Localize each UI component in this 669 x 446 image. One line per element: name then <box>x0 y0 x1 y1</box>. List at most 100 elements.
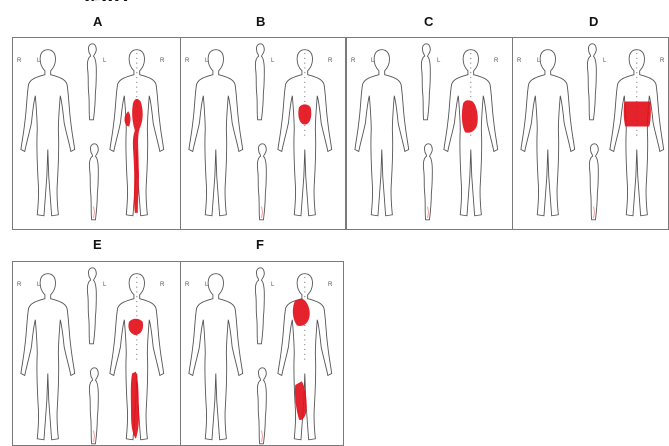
spine-dot <box>136 339 137 340</box>
spine-dot <box>304 135 305 136</box>
pain-mark-side <box>94 431 95 442</box>
spine-dot <box>636 82 637 83</box>
spine-dot <box>304 277 305 278</box>
spine-dot <box>136 344 137 345</box>
body-diagram-b: RLLR <box>181 38 345 229</box>
spine-dot <box>304 291 305 292</box>
spine-dot <box>136 77 137 78</box>
spine-dot <box>636 96 637 97</box>
spine-dot <box>636 58 637 59</box>
side-body-outline-lower <box>423 144 432 220</box>
spine-dot <box>636 72 637 73</box>
panel-letter-c: C <box>424 14 433 29</box>
spine-dot <box>304 72 305 73</box>
spine-dot <box>636 63 637 64</box>
spine-dot <box>136 63 137 64</box>
pain-area <box>462 100 478 132</box>
spine-dot <box>304 282 305 283</box>
body-diagram-a: RLLR <box>13 38 180 229</box>
pain-area <box>132 99 143 213</box>
figure-title-fragment: igure <box>84 0 144 1</box>
spine-dot <box>136 291 137 292</box>
spine-dot <box>136 311 137 312</box>
spine-dot <box>136 67 137 68</box>
side-body-outline-upper <box>587 44 596 120</box>
side-label: R <box>328 58 333 64</box>
side-label: R <box>17 58 22 64</box>
pain-area <box>298 104 311 124</box>
front-body-outline <box>21 274 75 440</box>
side-label: L <box>271 58 275 64</box>
spine-dot <box>470 67 471 68</box>
spine-dot <box>304 359 305 360</box>
spine-dot <box>304 354 305 355</box>
side-label: L <box>603 58 607 64</box>
spine-dot <box>304 130 305 131</box>
spine-dot <box>470 72 471 73</box>
spine-dot <box>304 63 305 64</box>
spine-dot <box>136 282 137 283</box>
side-body-outline-upper <box>87 44 96 120</box>
front-body-outline <box>21 50 75 216</box>
spine-dot <box>304 91 305 92</box>
back-body-outline <box>110 50 164 216</box>
pain-mark-side <box>428 207 429 218</box>
spine-dot <box>636 67 637 68</box>
spine-dot <box>636 130 637 131</box>
spine-dot <box>470 91 471 92</box>
side-label: R <box>328 282 333 288</box>
body-diagram-d: RLLR <box>513 38 669 229</box>
pain-mark-side <box>262 207 263 218</box>
spine-dot <box>136 301 137 302</box>
spine-dot <box>470 135 471 136</box>
spine-dot <box>470 96 471 97</box>
spine-dot <box>304 96 305 97</box>
side-label: L <box>271 282 275 288</box>
spine-dot <box>304 330 305 331</box>
back-body-outline <box>610 50 664 216</box>
body-diagram-panel-e: RLLR <box>12 261 181 446</box>
front-body-outline <box>189 274 243 440</box>
spine-dot <box>136 287 137 288</box>
spine-dot <box>304 58 305 59</box>
panel-letter-a: A <box>93 14 102 29</box>
spine-dot <box>304 325 305 326</box>
spine-dot <box>304 344 305 345</box>
spine-dot <box>636 53 637 54</box>
side-label: R <box>351 58 356 64</box>
side-label: R <box>160 282 165 288</box>
side-body-outline-upper <box>87 268 96 344</box>
back-body-outline <box>278 50 332 216</box>
spine-dot <box>304 296 305 297</box>
spine-dot <box>470 58 471 59</box>
spine-dot <box>304 101 305 102</box>
side-label: L <box>103 282 107 288</box>
pain-area <box>624 102 651 127</box>
pain-mark-side <box>94 207 95 218</box>
back-body-outline <box>110 274 164 440</box>
side-label: R <box>185 58 190 64</box>
side-body-outline-lower <box>257 368 266 444</box>
spine-dot <box>136 96 137 97</box>
spine-dot <box>136 53 137 54</box>
spine-dot <box>136 359 137 360</box>
spine-dot <box>470 53 471 54</box>
spine-dot <box>136 306 137 307</box>
spine-dot <box>304 77 305 78</box>
pain-area <box>293 299 310 326</box>
spine-dot <box>304 335 305 336</box>
spine-dot <box>304 125 305 126</box>
spine-dot <box>304 287 305 288</box>
side-body-outline-upper <box>421 44 430 120</box>
body-diagram-e: RLLR <box>13 262 180 446</box>
front-body-outline <box>355 50 409 216</box>
side-label: R <box>517 58 522 64</box>
pain-mark-side <box>262 431 263 442</box>
spine-dot <box>636 77 637 78</box>
side-body-outline-lower <box>257 144 266 220</box>
